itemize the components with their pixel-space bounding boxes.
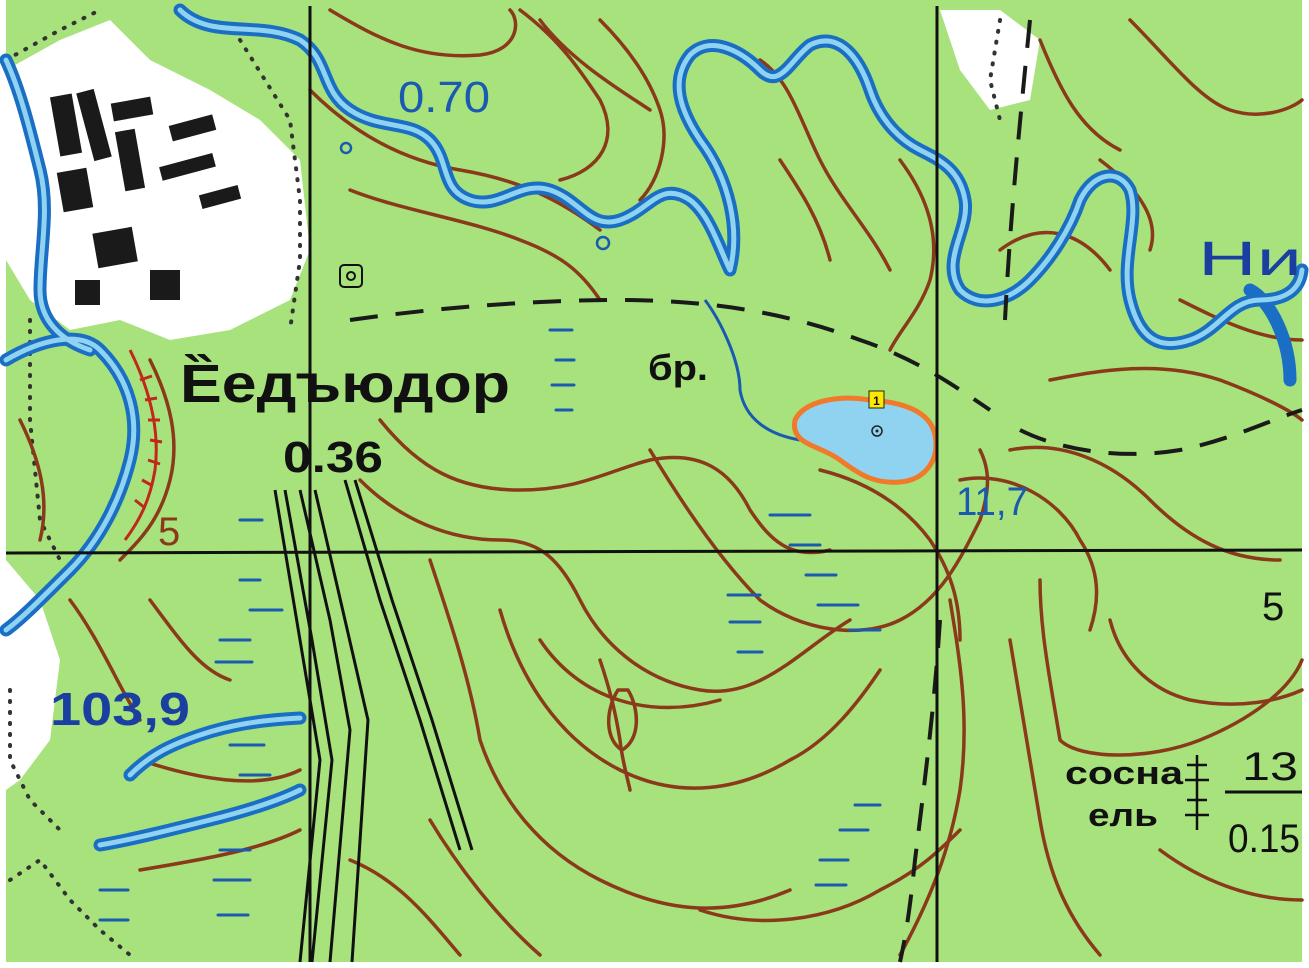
settlement-blocks [49, 88, 242, 305]
bridge-label: бр. [648, 347, 708, 388]
stream [703, 299, 801, 442]
lake-marker-icon[interactable]: 1 [868, 390, 885, 409]
grid-lines [5, 6, 1303, 962]
rivers [0, 3, 1309, 852]
contour-lines [18, 8, 1304, 957]
forest-type-bottom: ель [1088, 797, 1158, 833]
forest-spacing: 0.15 [1228, 817, 1300, 861]
well-icon [339, 264, 363, 288]
frame-right [1302, 0, 1309, 968]
forest-height: 13 [1242, 745, 1298, 789]
river-label: 0.70 [398, 73, 490, 122]
frame-bottom [0, 962, 1309, 968]
main-road [273, 479, 474, 963]
edge-value: 5 [1262, 585, 1284, 629]
conifer-tree-icon [1185, 755, 1209, 830]
dotted-boundaries [4, 8, 1002, 957]
elevation-main: 103,9 [50, 683, 190, 735]
lake[interactable] [792, 395, 939, 485]
lake-marker-label: 1 [873, 394, 880, 408]
cliff-hatching [123, 349, 163, 541]
frame-left [0, 0, 6, 968]
marsh-symbols [98, 328, 882, 922]
settlement-name: Ȅедъюдор [180, 354, 510, 414]
elevation-lake: 11,7 [956, 480, 1028, 524]
partial-label: Ни [1198, 233, 1302, 286]
contour-value: 5 [158, 510, 180, 554]
lake-center-icon [871, 425, 883, 437]
right-clearing [940, 10, 1040, 110]
dashed-roads [349, 19, 1303, 963]
spring-icon [339, 141, 611, 251]
forest-type-top: сосна [1065, 755, 1183, 791]
settlement-value: 0.36 [283, 433, 383, 482]
